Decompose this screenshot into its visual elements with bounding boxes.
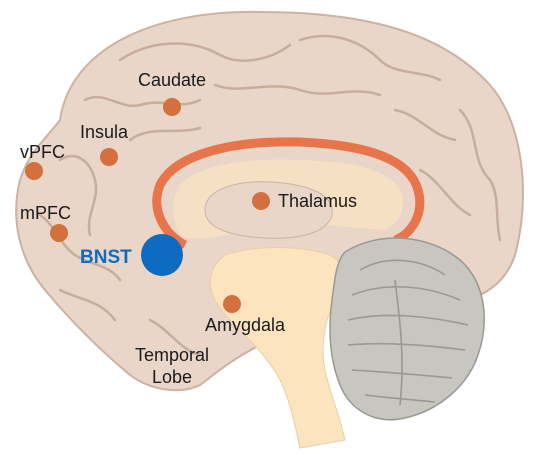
bnst-label: BNST [80,247,132,268]
corpus-callosum [152,137,425,250]
cerebellum [329,237,485,421]
temporal-lobe-label-line1: Temporal [135,345,209,365]
mpfc-dot [50,224,68,242]
insula-label: Insula [80,122,129,142]
gyri [38,34,502,357]
vpfc-dot [25,162,43,180]
thalamus-dot [252,192,270,210]
mpfc-label: mPFC [20,203,71,223]
vpfc-label: vPFC [20,142,65,162]
thalamus-label: Thalamus [278,191,357,211]
thalamus-body [204,181,333,239]
caudate-label: Caudate [138,70,206,90]
bnst-dot [141,234,183,276]
brainstem [209,247,346,449]
amygdala-dot [223,295,241,313]
caudate-dot [163,98,181,116]
insula-dot [100,148,118,166]
cerebellum-folia [347,259,469,406]
temporal-lobe-label-line2: Lobe [152,367,192,387]
amygdala-label: Amygdala [205,315,286,335]
